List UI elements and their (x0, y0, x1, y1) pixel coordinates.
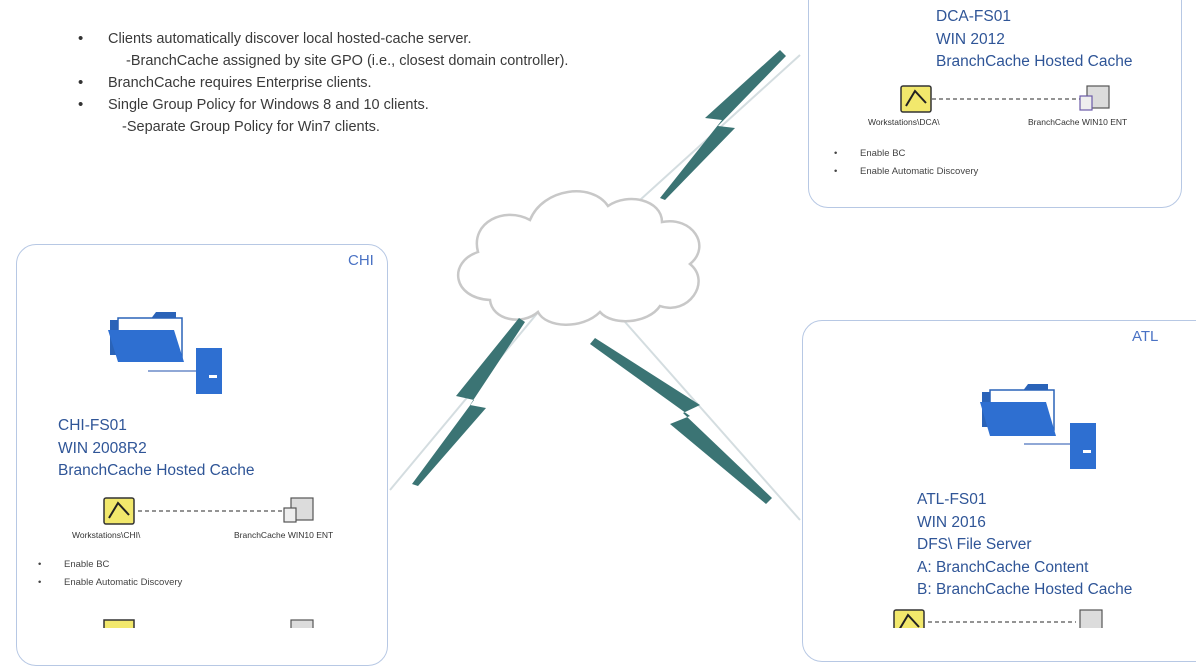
dca-server-name: DCA-FS01 (936, 8, 1011, 25)
dca-server-info: DCA-FS01 WIN 2012 BranchCache Hosted Cac… (936, 6, 1132, 74)
dca-setting: Enable Automatic Discovery (832, 163, 978, 181)
lightning-bolt-dca-icon (660, 50, 786, 200)
atl-server-os: WIN 2016 (917, 513, 986, 531)
atl-server-info: ATL-FS01 WIN 2016 DFS\ File Server A: Br… (917, 489, 1132, 602)
chi-site-label: CHI (348, 252, 374, 269)
chi-server-info: CHI-FS01 WIN 2008R2 BranchCache Hosted C… (58, 415, 254, 483)
wan-link-chi (389, 309, 541, 491)
wan-link-atl (609, 304, 801, 521)
chi-server-role: BranchCache Hosted Cache (58, 462, 255, 479)
wan-diagram (389, 50, 801, 521)
atl-branchcache-hosted: B: BranchCache Hosted Cache (917, 581, 1133, 598)
atl-server-role: DFS\ File Server (917, 536, 1032, 553)
dca-workstations-label: Workstations\DCA\ (868, 117, 940, 127)
atl-branchcache-content: A: BranchCache Content (917, 558, 1089, 576)
chi-settings-list: Enable BC Enable Automatic Discovery (36, 556, 182, 592)
note-item: -Separate Group Policy for Win7 clients. (122, 119, 380, 135)
chi-setting: Enable Automatic Discovery (36, 574, 182, 592)
chi-workstations-label: Workstations\CHI\ (72, 530, 141, 540)
lightning-bolt-atl-icon (590, 338, 772, 504)
atl-site-label: ATL (1132, 328, 1159, 345)
dca-server-os: WIN 2012 (936, 30, 1005, 48)
chi-server-os: WIN 2008R2 (58, 439, 147, 457)
note-item: Single Group Policy for Windows 8 and 10… (78, 94, 568, 116)
cloud-icon (456, 190, 701, 326)
dca-settings-list: Enable BC Enable Automatic Discovery (832, 145, 978, 181)
lightning-bolt-chi-icon (412, 318, 525, 486)
site-chi-box (16, 244, 388, 666)
chi-client-label: BranchCache WIN10 ENT (234, 530, 334, 540)
site-atl-box (802, 320, 1196, 662)
notes-list: Clients automatically discover local hos… (78, 28, 568, 138)
atl-server-name: ATL-FS01 (917, 491, 987, 508)
note-item: Clients automatically discover local hos… (78, 28, 568, 50)
note-item: BranchCache requires Enterprise clients. (78, 72, 568, 94)
dca-client-label: BranchCache WIN10 ENT (1028, 117, 1128, 127)
dca-server-role: BranchCache Hosted Cache (936, 53, 1133, 70)
chi-server-name: CHI-FS01 (58, 417, 127, 434)
note-item: -BranchCache assigned by site GPO (i.e.,… (126, 53, 569, 69)
chi-setting: Enable BC (36, 556, 182, 574)
dca-setting: Enable BC (832, 145, 978, 163)
